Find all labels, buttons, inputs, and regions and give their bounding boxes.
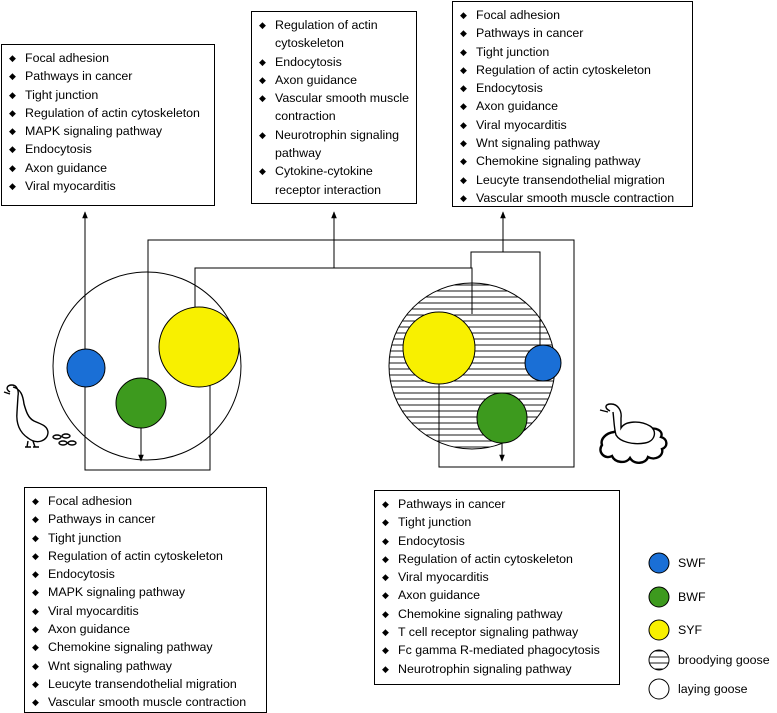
pathway-item: Viral myocarditis: [32, 602, 260, 621]
pathway-item: Axon guidance: [32, 620, 260, 639]
pathway-item: Neurotrophin signaling pathway: [382, 660, 613, 679]
pathway-item: Vascular smooth muscle contraction: [259, 89, 410, 126]
pathway-item: Endocytosis: [32, 565, 260, 584]
laying-bwf-circle: [115, 377, 167, 429]
legend-bwf-swatch: [648, 586, 670, 608]
pathway-item: Wnt signaling pathway: [460, 134, 686, 153]
pathway-item: Chemokine signaling pathway: [382, 605, 613, 624]
legend-syf-swatch: [648, 619, 670, 641]
top-left-pathway-box: Focal adhesionPathways in cancerTight ju…: [1, 44, 215, 206]
pathway-item: Fc gamma R-mediated phagocytosis: [382, 641, 613, 660]
pathway-item: Pathways in cancer: [460, 24, 686, 43]
pathway-item: Tight junction: [460, 43, 686, 62]
pathway-item: Endocytosis: [460, 79, 686, 98]
pathway-item: Chemokine signaling pathway: [460, 152, 686, 171]
pathway-item: Tight junction: [9, 86, 208, 105]
bottom-left-pathway-box: Focal adhesionPathways in cancerTight ju…: [24, 487, 267, 713]
pathway-item: Vascular smooth muscle contraction: [460, 189, 686, 208]
pathway-item: Pathways in cancer: [32, 510, 260, 529]
legend-broodying-label: broodying goose: [678, 653, 770, 667]
legend-bwf-label: BWF: [678, 590, 706, 604]
pathway-item: Regulation of actin cytoskeleton: [9, 104, 208, 123]
pathway-item: Axon guidance: [382, 586, 613, 605]
pathway-item: Wnt signaling pathway: [32, 657, 260, 676]
broodying-bwf-circle: [476, 392, 528, 444]
pathway-item: Regulation of actin cytoskeleton: [32, 547, 260, 566]
pathway-item: Viral myocarditis: [382, 568, 613, 587]
pathway-item: Endocytosis: [382, 532, 613, 551]
top-middle-pathway-box: Regulation of actin cytoskeletonEndocyto…: [251, 11, 417, 204]
pathway-item: Endocytosis: [259, 53, 410, 72]
pathway-item: Endocytosis: [9, 140, 208, 159]
connector-lines: [82, 211, 575, 471]
pathway-item: Tight junction: [382, 513, 613, 532]
bottom-right-pathway-box: Pathways in cancerTight junctionEndocyto…: [374, 490, 620, 685]
pathway-item: MAPK signaling pathway: [9, 122, 208, 141]
pathway-item: Axon guidance: [9, 159, 208, 178]
laying-syf-circle: [158, 306, 240, 388]
broodying-swf-circle: [524, 344, 562, 382]
broodying-goose-icon: [599, 403, 668, 464]
pathway-item: Leucyte transendothelial migration: [32, 675, 260, 694]
legend-broodying-swatch: [648, 649, 670, 671]
pathway-item: Regulation of actin cytoskeleton: [460, 61, 686, 80]
legend-swf-label: SWF: [678, 556, 706, 570]
laying-swf-circle: [66, 348, 106, 388]
pathway-item: Viral myocarditis: [460, 116, 686, 135]
pathway-item: Focal adhesion: [32, 492, 260, 511]
pathway-item: Tight junction: [32, 529, 260, 548]
broodying-syf-circle: [402, 311, 476, 385]
pathway-item: Vascular smooth muscle contraction: [32, 693, 260, 712]
legend-laying-label: laying goose: [678, 682, 748, 696]
pathway-item: Axon guidance: [460, 97, 686, 116]
pathway-item: Regulation of actin cytoskeleton: [259, 16, 410, 53]
top-right-pathway-box: Focal adhesionPathways in cancerTight ju…: [452, 1, 693, 208]
legend-swf-swatch: [648, 552, 670, 574]
pathway-item: MAPK signaling pathway: [32, 583, 260, 602]
pathway-item: Focal adhesion: [460, 6, 686, 25]
pathway-item: Neurotrophin signaling pathway: [259, 126, 410, 163]
pathway-item: Pathways in cancer: [382, 495, 613, 514]
legend-syf-label: SYF: [678, 623, 703, 637]
pathway-item: Leucyte transendothelial migration: [460, 171, 686, 190]
pathway-item: Viral myocarditis: [9, 177, 208, 196]
pathway-item: Focal adhesion: [9, 49, 208, 68]
legend-laying-swatch: [648, 678, 670, 700]
pathway-item: Cytokine-cytokine receptor interaction: [259, 162, 410, 199]
pathway-item: Axon guidance: [259, 71, 410, 90]
pathway-item: T cell receptor signaling pathway: [382, 623, 613, 642]
laying-goose-icon: [3, 384, 77, 448]
pathway-item: Pathways in cancer: [9, 67, 208, 86]
pathway-item: Chemokine signaling pathway: [32, 638, 260, 657]
pathway-item: Regulation of actin cytoskeleton: [382, 550, 613, 569]
